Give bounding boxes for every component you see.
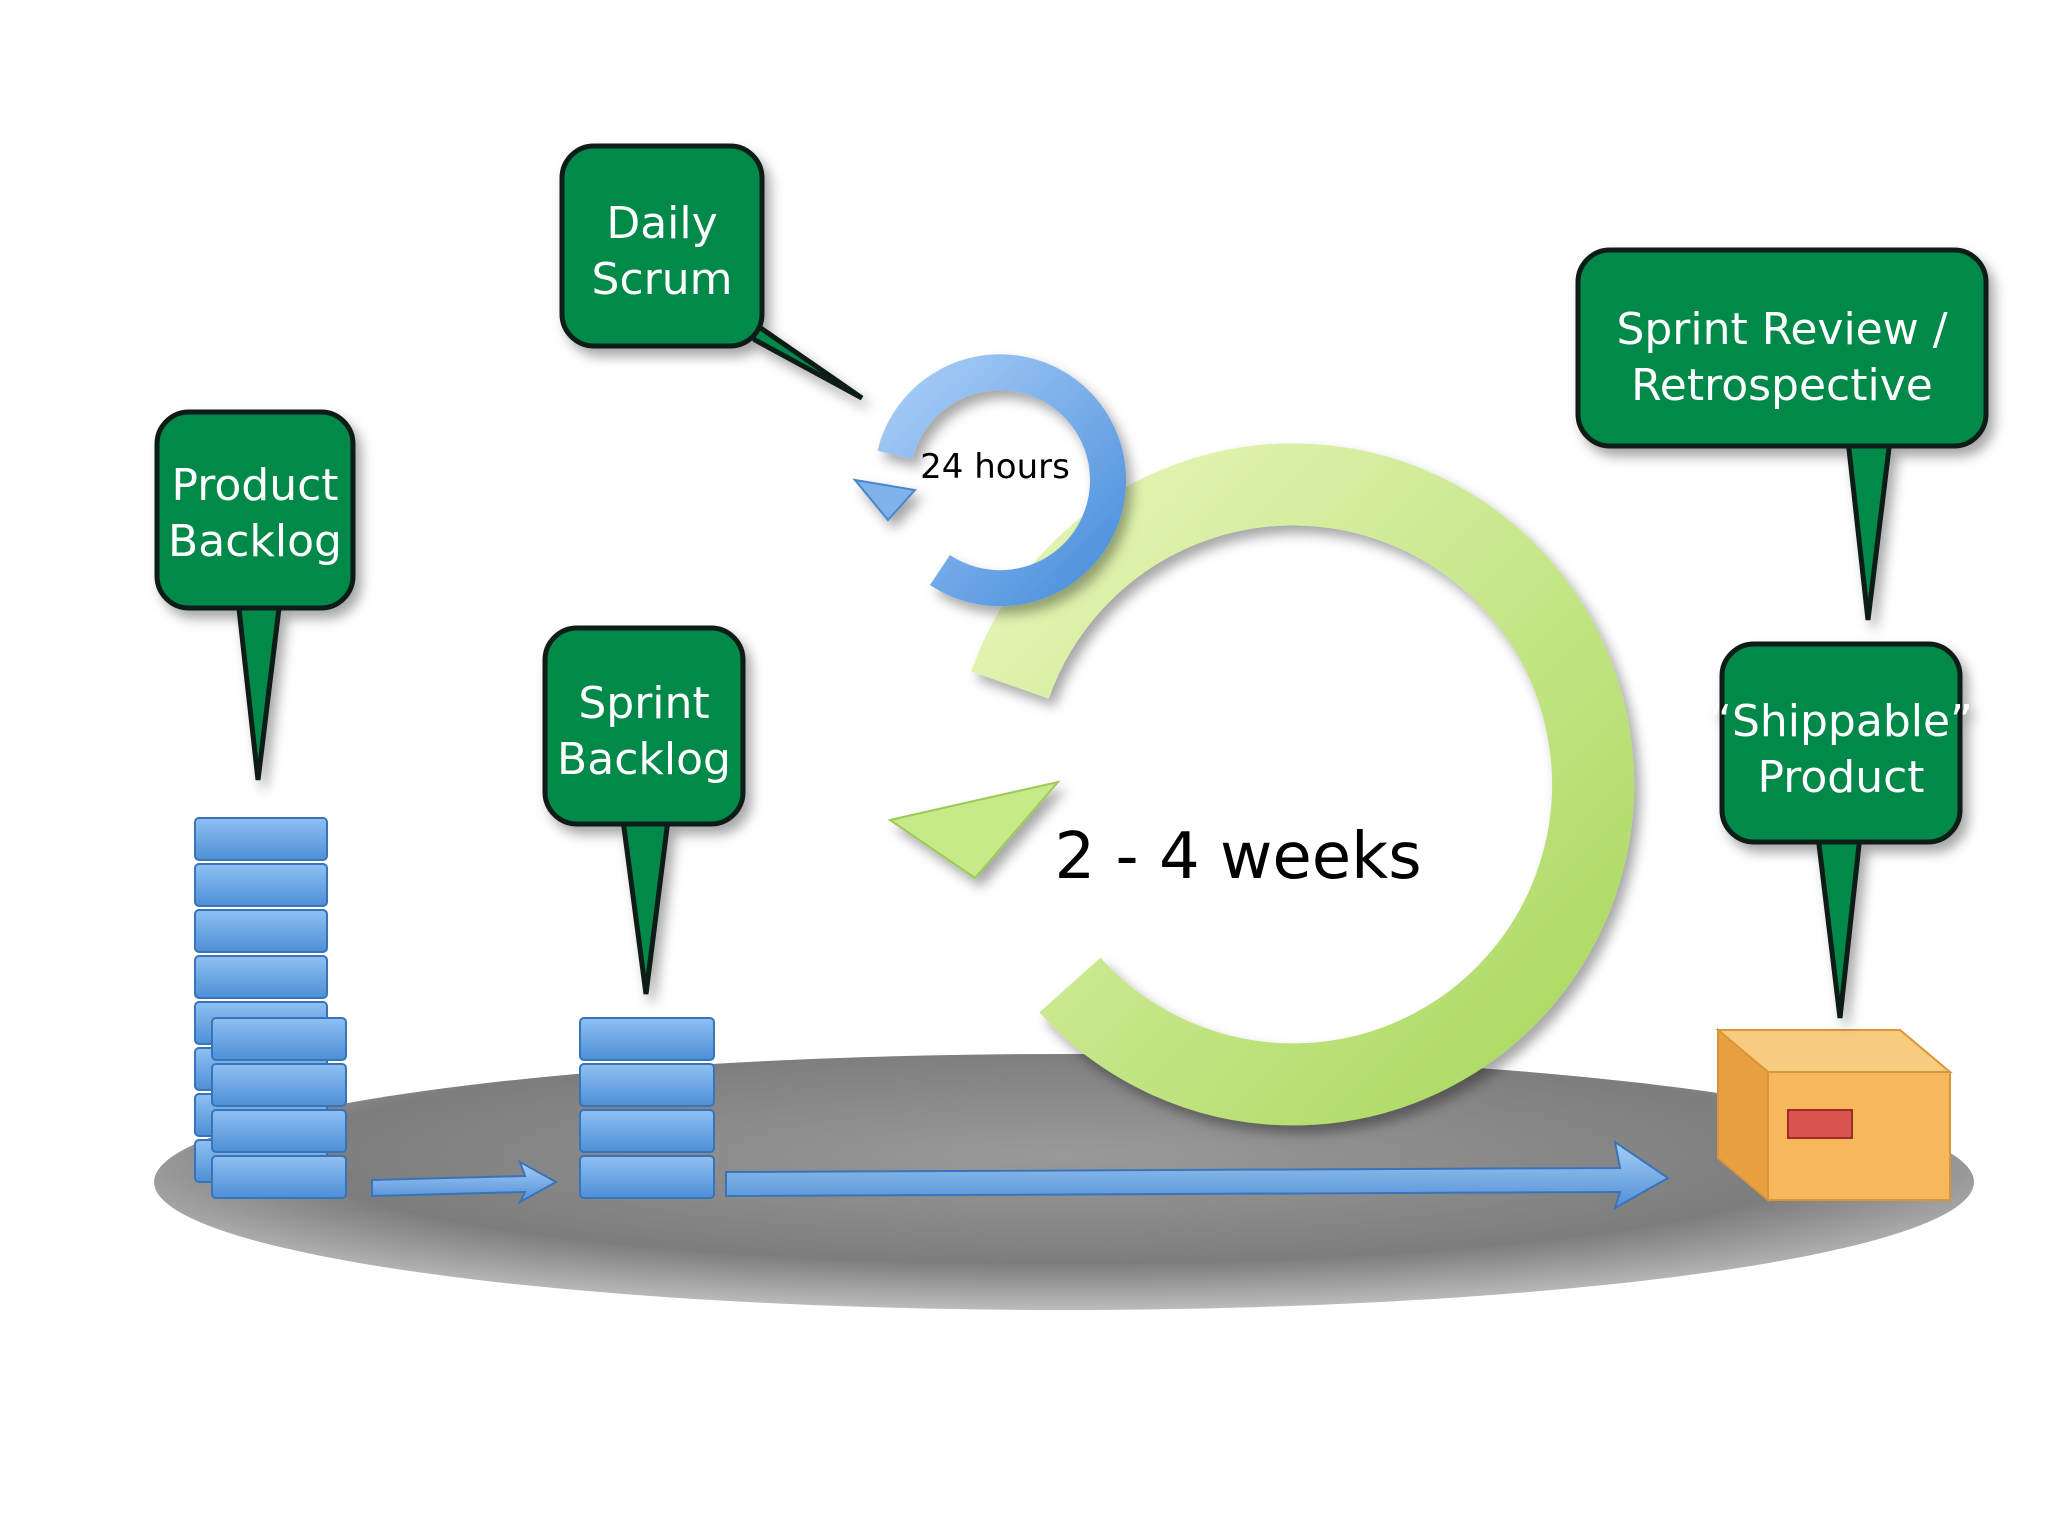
shippable-box-icon [1715,1027,1953,1203]
svg-text:“Shippable”: “Shippable” [1709,696,1973,747]
callout-sprint-review: Sprint Review / Retrospective [1575,247,1989,621]
svg-text:Product: Product [171,460,338,511]
svg-text:Backlog: Backlog [168,516,342,567]
sprint-cycle-label: 2 - 4 weeks [1054,820,1421,894]
sprint-backlog-stack [579,1017,715,1199]
sprint-to-product-arrow [725,1139,1670,1211]
svg-text:Sprint: Sprint [578,678,709,729]
callout-sprint-backlog: Sprint Backlog [542,625,746,995]
callout-product-backlog: Product Backlog [154,409,356,781]
svg-text:Product: Product [1757,752,1924,803]
svg-text:Daily: Daily [606,198,717,249]
daily-cycle-label: 24 hours [920,447,1070,487]
svg-text:Retrospective: Retrospective [1631,360,1933,411]
sprint-cycle-arrow [887,443,1635,1126]
svg-text:Scrum: Scrum [592,254,733,305]
svg-text:Sprint Review /: Sprint Review / [1616,304,1947,355]
backlog-to-sprint-arrow [371,1159,559,1205]
svg-text:Backlog: Backlog [557,734,731,785]
callout-shippable-product: “Shippable” Product [1709,641,1973,1019]
callout-daily-scrum: Daily Scrum [559,143,864,401]
product-backlog-stack [194,817,347,1199]
daily-cycle-arrow [852,354,1126,607]
